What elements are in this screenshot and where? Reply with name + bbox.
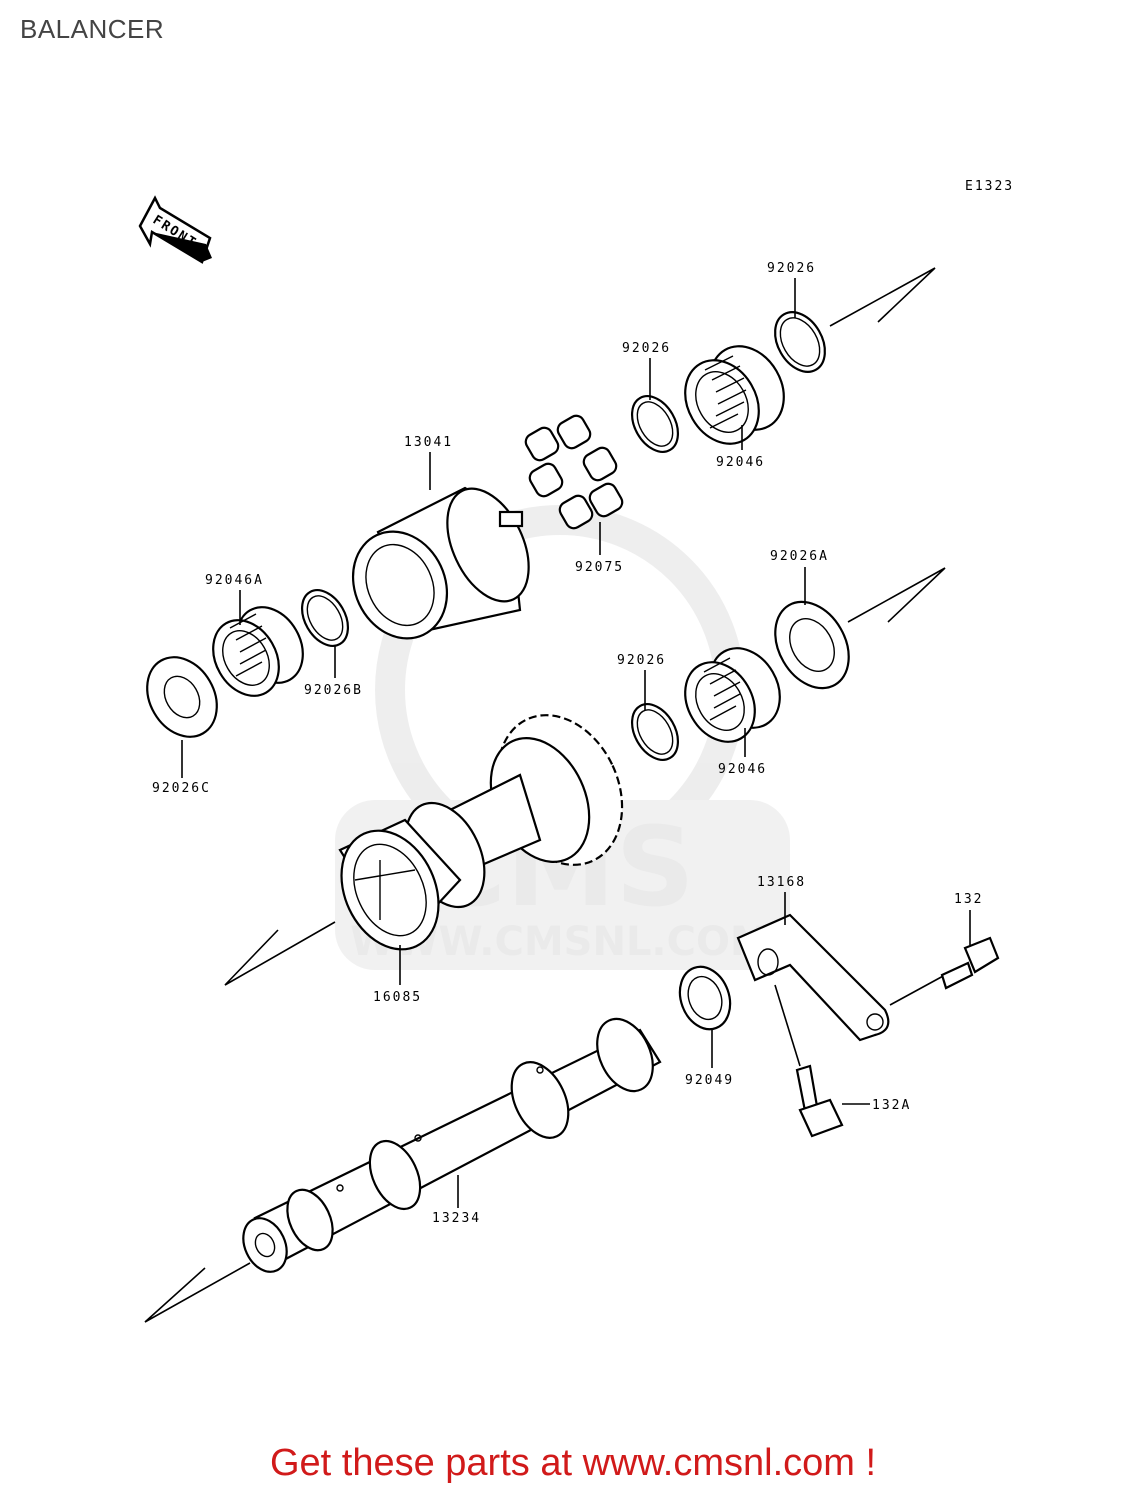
needle-bearing-92046-low: [684, 647, 781, 743]
bolt-132: [940, 936, 1000, 990]
part-label: 92026: [622, 341, 671, 356]
bolt-132A: [795, 1064, 844, 1138]
part-label: 13168: [757, 875, 806, 890]
part-label: 92026C: [152, 781, 211, 796]
leader-lines: [181, 278, 971, 1208]
part-label: 132: [954, 892, 983, 907]
needle-bearing-92046A: [212, 606, 304, 697]
washer-92026C: [146, 656, 218, 738]
front-arrow-icon: FRONT: [138, 195, 212, 264]
part-label: 92049: [685, 1073, 734, 1088]
part-label: 92026B: [304, 683, 363, 698]
part-labels: 92026 92026 92046 13041 92075 92046A 920…: [152, 261, 983, 1226]
part-label: 92075: [575, 560, 624, 575]
damper-rubbers-92075: [524, 414, 624, 530]
part-label: 132A: [872, 1098, 911, 1113]
balancer-shaft-13234: [242, 1017, 662, 1273]
part-label: 92026: [617, 653, 666, 668]
oil-seal-92049: [678, 965, 732, 1031]
washer-92026A: [774, 600, 850, 690]
needle-bearing-92046-top: [684, 345, 785, 445]
part-label: 92046: [716, 455, 765, 470]
part-label: 92026A: [770, 549, 829, 564]
axis-lines: [144, 267, 946, 1323]
hub-13041: [351, 486, 530, 640]
part-label: 92046: [718, 762, 767, 777]
lever-13168: [736, 913, 890, 1042]
part-label: 13234: [432, 1211, 481, 1226]
part-label: 92026: [767, 261, 816, 276]
page-title: BALANCER: [20, 14, 165, 44]
diagram-code: E1323: [965, 179, 1014, 194]
part-label: 92046A: [205, 573, 264, 588]
part-label: 13041: [404, 435, 453, 450]
balancer-gear-16085: [338, 714, 624, 951]
circlip-92026B: [300, 589, 350, 647]
circlip-92026-low: [630, 703, 680, 761]
circlip-92026-top: [774, 311, 826, 373]
footer-banner: Get these parts at www.cmsnl.com !: [269, 1442, 877, 1484]
circlip-92026-mid: [630, 395, 680, 453]
part-label: 16085: [373, 990, 422, 1005]
